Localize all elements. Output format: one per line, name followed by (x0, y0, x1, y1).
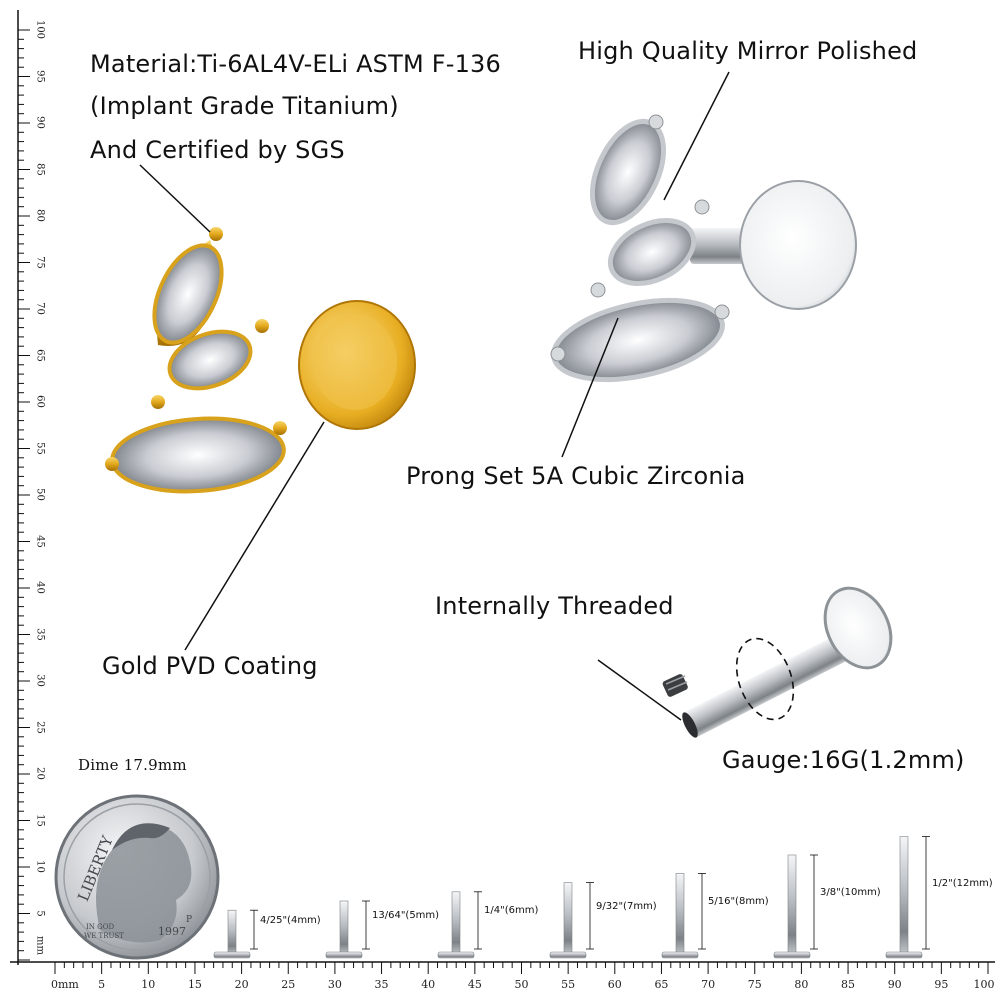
ruler-y-tick-label: 45 (34, 534, 46, 548)
pin-length-label: 9/32"(7mm) (596, 900, 657, 912)
ruler-y-tick-label: mm (34, 936, 46, 955)
ruler-y-tick-label: 80 (34, 209, 46, 222)
pin-bar (661, 873, 706, 959)
ruler-x-tick-label: 65 (654, 978, 669, 991)
pin-shaft (899, 836, 909, 956)
coin-motto-2: WE TRUST (84, 932, 124, 940)
ruler-x-tick-label: 5 (98, 978, 106, 991)
gauge-label: Gauge:16G(1.2mm) (722, 746, 965, 774)
ruler-x-tick-label: 85 (841, 978, 856, 991)
ruler-y-tick-label: 85 (34, 162, 46, 176)
pin-bar (213, 909, 258, 959)
ruler-y-tick-label: 10 (34, 860, 46, 873)
ruler-y-tick-label: 50 (34, 488, 46, 501)
ruler-x-tick-label: 55 (561, 978, 576, 991)
ruler-x-tick-label: 60 (607, 978, 622, 991)
ruler-y-tick-label: 55 (34, 441, 46, 455)
ruler-x-tick-label: 0mm (51, 978, 79, 991)
pin-head (437, 951, 475, 959)
pin-length-label: 4/25"(4mm) (260, 914, 321, 926)
ruler-x-tick-label: 35 (374, 978, 389, 991)
ruler-y-tick-label: 35 (34, 627, 46, 641)
ruler-y-tick-label: 25 (34, 720, 46, 734)
ruler-x-tick-label: 100 (973, 978, 995, 991)
pin-bar (549, 882, 594, 959)
ruler-y-tick-label: 100 (34, 19, 46, 40)
coin-mint: P (186, 915, 192, 925)
ruler-y-tick-label: 75 (34, 255, 46, 269)
pin-head (885, 951, 923, 959)
pin-head (773, 951, 811, 959)
gold-earring (105, 227, 416, 494)
pin-length-label: 5/16"(8mm) (708, 896, 769, 908)
callout-lines (139, 71, 730, 721)
material-label-line-1: Material:Ti-6AL4V-ELi ASTM F-136 (90, 50, 501, 78)
ruler-y-tick-label: 90 (34, 116, 46, 129)
ruler-y-tick-label: 30 (34, 674, 46, 687)
pin-head (549, 951, 587, 959)
ruler-y-tick-label: 40 (34, 581, 46, 594)
ruler-x-tick-label: 45 (467, 978, 482, 991)
material-label-line-3: And Certified by SGS (90, 136, 345, 164)
ruler-x-tick-label: 95 (934, 978, 949, 991)
pin-length-label: 1/2"(12mm) (932, 877, 993, 889)
screw-icon (662, 674, 688, 697)
ruler-y-tick-label: 15 (34, 813, 46, 827)
ruler-y-tick-label: 65 (34, 348, 46, 362)
ruler-y-tick-label: 95 (34, 69, 46, 83)
ruler-x-tick-label: 10 (141, 978, 156, 991)
ruler-y-tick-label: 60 (34, 395, 46, 408)
silver-earring (550, 114, 857, 382)
pin-shaft (787, 854, 797, 956)
ruler-x-tick-label: 50 (514, 978, 529, 991)
pin-shaft (451, 891, 461, 956)
ruler-y-tick-label: 70 (34, 302, 46, 315)
pin-shaft (675, 873, 685, 956)
ruler-x-tick-label: 90 (887, 978, 902, 991)
ruler-y-tick-label: 5 (34, 909, 46, 917)
measurement-ruler (10, 10, 995, 974)
pin-bar (773, 854, 818, 959)
dime-coin (54, 794, 220, 960)
material-label-line-2: (Implant Grade Titanium) (90, 92, 399, 120)
prong-label: Prong Set 5A Cubic Zirconia (406, 462, 746, 490)
ruler-x-tick-label: 30 (327, 978, 342, 991)
pin-shaft (227, 909, 237, 956)
pin-length-chart (213, 836, 930, 959)
pin-shaft (563, 882, 573, 956)
dime-label: Dime 17.9mm (78, 756, 187, 774)
pin-bar (437, 891, 482, 959)
ruler-x-tick-label: 20 (234, 978, 249, 991)
threaded-pin (662, 586, 893, 738)
pin-length-label: 1/4"(6mm) (484, 905, 539, 917)
thread-label: Internally Threaded (435, 592, 674, 620)
ruler-x-tick-label: 25 (281, 978, 296, 991)
ruler-x-tick-label: 75 (747, 978, 762, 991)
pin-bar (885, 836, 930, 959)
pin-bar (325, 900, 370, 959)
ruler-x-tick-label: 80 (794, 978, 809, 991)
pin-head (325, 951, 363, 959)
coin-year: 1997 (158, 925, 186, 938)
pin-length-label: 3/8"(10mm) (820, 887, 881, 898)
pin-length-label: 13/64"(5mm) (372, 910, 440, 921)
ruler-x-tick-label: 40 (421, 978, 436, 991)
pin-head (661, 951, 699, 959)
ruler-x-tick-label: 15 (187, 978, 202, 991)
ruler-y-tick-label: 20 (34, 767, 46, 780)
coin-motto-1: IN GOD (86, 923, 114, 931)
coating-label: Gold PVD Coating (102, 652, 318, 680)
polish-label: High Quality Mirror Polished (578, 37, 918, 65)
pin-head (213, 951, 251, 959)
ruler-x-tick-label: 70 (701, 978, 716, 991)
pin-shaft (339, 900, 349, 956)
